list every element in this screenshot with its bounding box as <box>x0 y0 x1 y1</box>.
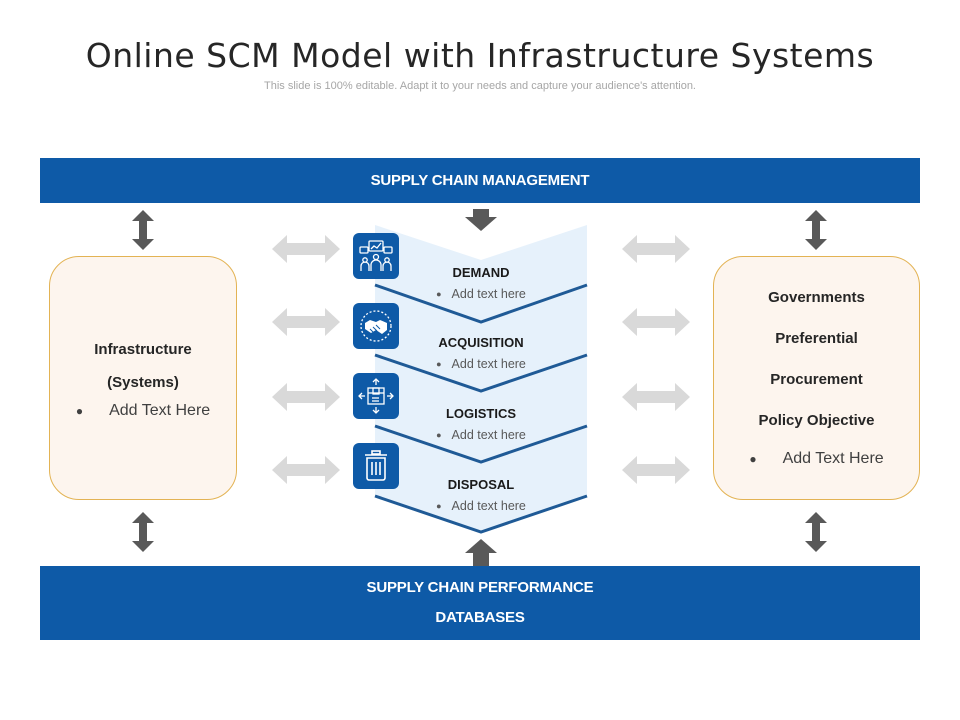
horizontal-double-arrow-icon <box>622 456 690 484</box>
chevron-divider-2 <box>374 353 588 393</box>
policy-line: Governments <box>768 289 865 306</box>
trash-bin-icon <box>353 443 399 489</box>
vertical-double-arrow-icon <box>132 512 154 552</box>
government-policy-box: Governments Preferential Procurement Pol… <box>713 256 920 500</box>
down-arrow-icon <box>465 209 497 231</box>
bullet-dot: ● <box>436 289 442 299</box>
bullet-dot: ● <box>436 359 442 369</box>
slide-title: Online SCM Model with Infrastructure Sys… <box>85 36 875 75</box>
up-arrow-icon <box>465 539 497 566</box>
chevron-divider-3 <box>374 424 588 464</box>
stage-text: Add text here <box>451 428 526 442</box>
vertical-double-arrow-icon <box>805 512 827 552</box>
horizontal-double-arrow-icon <box>622 235 690 263</box>
stage-demand: DEMAND ● Add text here <box>400 265 562 303</box>
stage-name: ACQUISITION <box>438 335 524 350</box>
chevron-divider-4 <box>374 494 588 534</box>
bullet-dot: ● <box>749 452 757 466</box>
stage-text: Add text here <box>451 499 526 513</box>
band-label-line-2: DATABASES <box>435 609 525 626</box>
bullet-dot: ● <box>75 404 84 418</box>
horizontal-double-arrow-icon <box>272 383 340 411</box>
band-label-line-1: SUPPLY CHAIN PERFORMANCE <box>366 579 594 596</box>
stage-bullet: ● Add text here <box>400 355 562 373</box>
supply-chain-management-band: SUPPLY CHAIN MANAGEMENT <box>40 158 920 203</box>
stage-text: Add text here <box>451 357 526 371</box>
chevron-panel <box>375 225 587 532</box>
vertical-double-arrow-icon <box>805 210 827 250</box>
policy-line: Procurement <box>770 371 863 388</box>
vertical-double-arrow-icon <box>132 210 154 250</box>
stage-name: LOGISTICS <box>445 406 517 421</box>
package-distribution-icon <box>353 373 399 419</box>
stage-acquisition: ACQUISITION ● Add text here <box>400 335 562 373</box>
horizontal-double-arrow-icon <box>272 308 340 336</box>
handshake-icon <box>353 303 399 349</box>
infrastructure-box: Infrastructure (Systems) ● Add Text Here <box>49 256 237 500</box>
infrastructure-heading: Infrastructure <box>94 341 192 358</box>
bullet-item: ● Add Text Here <box>50 399 236 423</box>
stage-name: DISPOSAL <box>447 477 515 492</box>
band-label: SUPPLY CHAIN MANAGEMENT <box>370 172 590 189</box>
horizontal-double-arrow-icon <box>622 383 690 411</box>
team-growth-icon <box>353 233 399 279</box>
bullet-text: Add Text Here <box>782 450 884 467</box>
stage-bullet: ● Add text here <box>400 497 562 515</box>
policy-line: Preferential <box>775 330 858 347</box>
stage-text: Add text here <box>451 287 526 301</box>
stage-name: DEMAND <box>452 265 510 280</box>
infrastructure-subheading: (Systems) <box>107 374 179 391</box>
stage-bullet: ● Add text here <box>400 285 562 303</box>
bullet-text: Add Text Here <box>109 402 211 419</box>
horizontal-double-arrow-icon <box>622 308 690 336</box>
stage-logistics: LOGISTICS ● Add text here <box>400 406 562 444</box>
bullet-item: ● Add Text Here <box>714 447 919 471</box>
horizontal-double-arrow-icon <box>272 235 340 263</box>
bullet-dot: ● <box>436 430 442 440</box>
slide-subtitle: This slide is 100% editable. Adapt it to… <box>264 80 696 92</box>
stage-disposal: DISPOSAL ● Add text here <box>400 477 562 515</box>
chevron-divider-1 <box>374 283 588 324</box>
stage-bullet: ● Add text here <box>400 426 562 444</box>
bullet-dot: ● <box>436 501 442 511</box>
policy-line: Policy Objective <box>758 412 875 429</box>
horizontal-double-arrow-icon <box>272 456 340 484</box>
supply-chain-performance-band: SUPPLY CHAIN PERFORMANCE DATABASES <box>40 566 920 640</box>
